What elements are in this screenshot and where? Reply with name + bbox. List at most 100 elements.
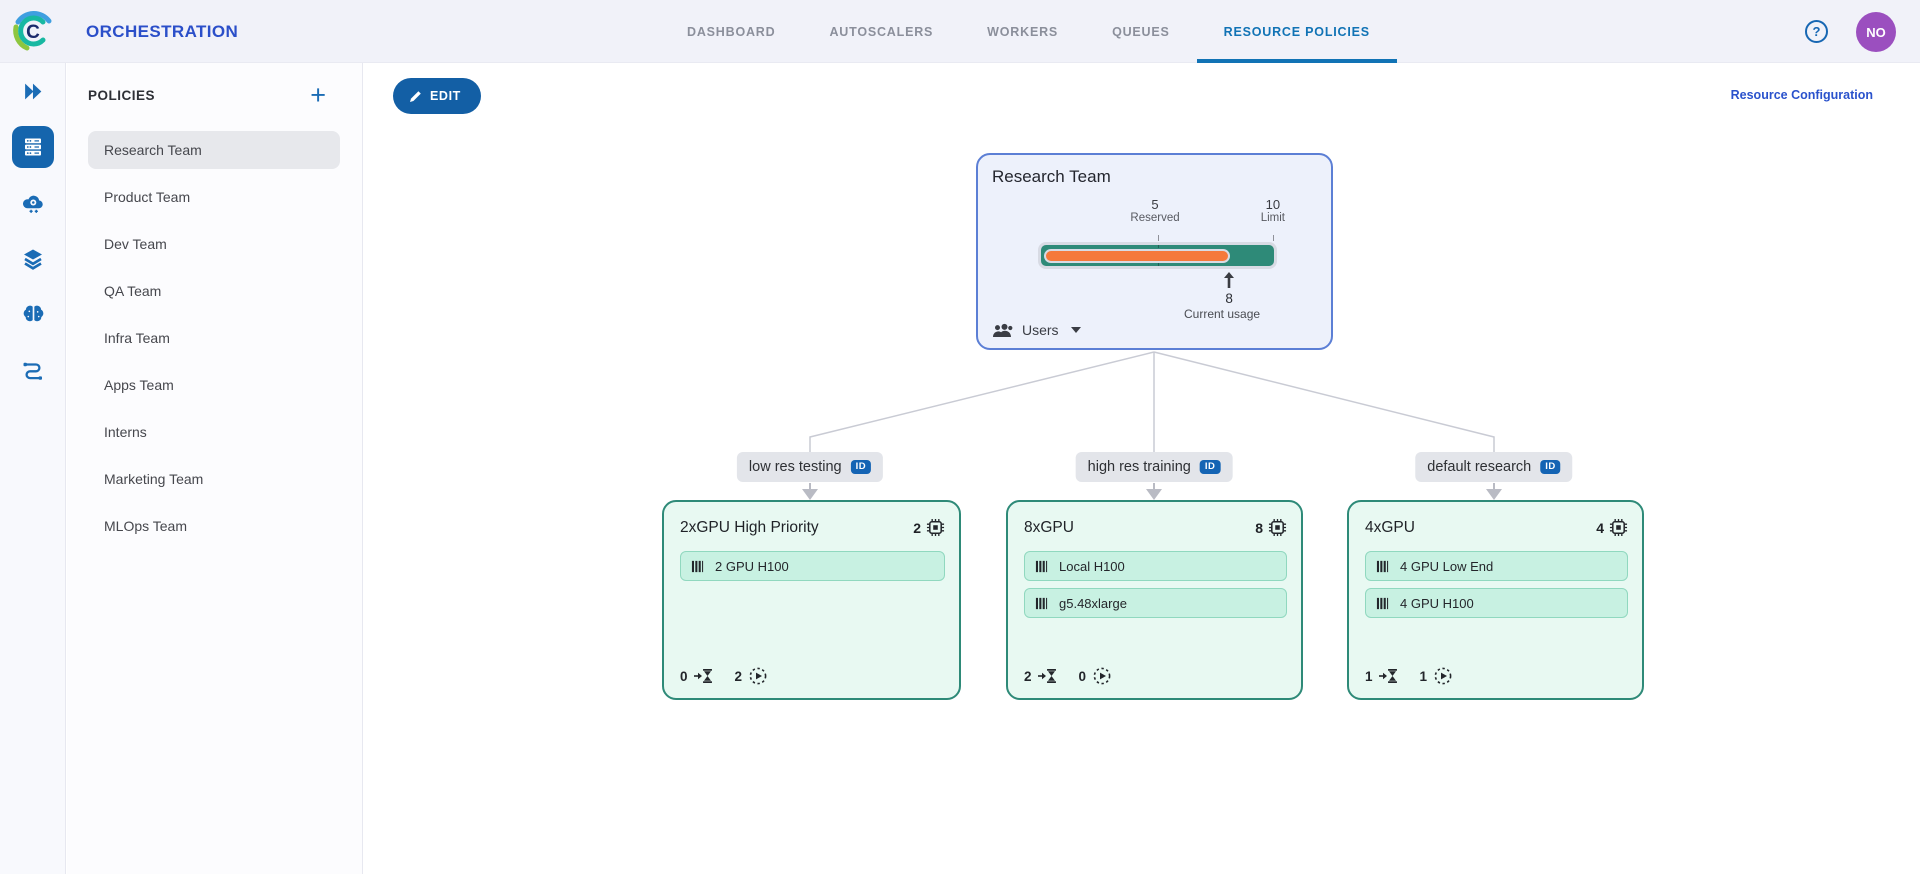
pool-name: g5.48xlarge: [1059, 595, 1127, 611]
barcode-icon: [1376, 597, 1389, 609]
sidebar-item-apps-team[interactable]: Apps Team: [104, 377, 174, 393]
gpu-count-value: 4: [1596, 519, 1604, 536]
tab-autoscalers[interactable]: AUTOSCALERS: [829, 24, 934, 39]
rail-item-autoscaling[interactable]: [0, 175, 66, 231]
resource-pool-tag[interactable]: 4 GPU H100: [1365, 588, 1628, 618]
tab-workers[interactable]: WORKERS: [987, 24, 1059, 39]
resource-pool-tag[interactable]: g5.48xlarge: [1024, 588, 1287, 618]
pencil-icon: [410, 90, 421, 102]
sidebar-title: POLICIES: [88, 88, 156, 103]
sidebar-item-qa-team[interactable]: QA Team: [104, 283, 162, 299]
sidebar-item-dev-team[interactable]: Dev Team: [104, 236, 167, 252]
tab-resource-policies[interactable]: RESOURCE POLICIES: [1197, 0, 1397, 63]
resource-configuration-link[interactable]: Resource Configuration: [1730, 88, 1873, 102]
current-usage-value: 8: [1225, 291, 1233, 306]
left-icon-rail: [0, 63, 66, 874]
id-badge[interactable]: ID: [1540, 459, 1561, 475]
help-glyph: ?: [1812, 24, 1821, 39]
gpu-chip-icon: [1268, 518, 1287, 537]
barcode-icon: [1035, 597, 1048, 609]
queue-label-low-res-testing[interactable]: low res testing ID: [736, 452, 884, 482]
users-dropdown-label: Users: [1022, 322, 1059, 338]
usage-block: 5 Reserved 10 Limit 8 Current usage: [1038, 197, 1285, 333]
gpu-count-value: 2: [913, 519, 921, 536]
pending-jobs-icon: [1037, 669, 1056, 683]
sidebar-item-research-team[interactable]: Research Team: [88, 131, 340, 169]
rail-item-pipelines[interactable]: [0, 343, 66, 399]
brain-icon: [23, 305, 43, 321]
pending-count: 1: [1365, 668, 1373, 684]
sidebar-item-infra-team[interactable]: Infra Team: [104, 330, 170, 346]
queue-label-high-res-training[interactable]: high res training ID: [1075, 452, 1233, 482]
resource-card-8xgpu[interactable]: 8xGPU 8 Local H100 g5.48xlarge 2: [1006, 500, 1303, 700]
gpu-chip-icon: [1609, 518, 1628, 537]
id-badge[interactable]: ID: [1199, 459, 1221, 475]
card-footer-stats: 2 0: [1024, 666, 1112, 686]
pool-name: Local H100: [1059, 558, 1125, 574]
pending-count: 0: [680, 668, 688, 684]
resource-card-4xgpu[interactable]: 4xGPU 4 4 GPU Low End 4 GPU H100 1: [1347, 500, 1644, 700]
queue-label-default-research[interactable]: default research ID: [1415, 452, 1573, 482]
resource-pool-tag[interactable]: 4 GPU Low End: [1365, 551, 1628, 581]
policy-card-research-team[interactable]: Research Team 5 Reserved 10 Limit 8 Cur: [976, 153, 1333, 350]
clearml-logo-icon[interactable]: C: [9, 7, 57, 55]
limit-marker-label: 10 Limit: [1261, 197, 1285, 224]
help-icon[interactable]: ?: [1805, 20, 1828, 43]
avatar-initials: NO: [1866, 24, 1886, 40]
sidebar-item-marketing-team[interactable]: Marketing Team: [104, 471, 204, 487]
gpu-count-value: 8: [1255, 519, 1263, 536]
reserved-tick: [1157, 235, 1159, 241]
queue-name: default research: [1427, 459, 1532, 475]
page-title: ORCHESTRATION: [86, 22, 239, 41]
rail-item-datasets[interactable]: [0, 231, 66, 287]
resource-pool-tag[interactable]: Local H100: [1024, 551, 1287, 581]
tab-dashboard[interactable]: DASHBOARD: [687, 24, 776, 39]
gpu-count: 8: [1255, 518, 1287, 537]
add-policy-button[interactable]: +: [310, 80, 326, 110]
resource-card-title: 2xGPU High Priority: [680, 518, 819, 536]
queue-name: high res training: [1087, 459, 1191, 475]
rail-item-orchestration[interactable]: [0, 119, 66, 175]
reserved-caption: Reserved: [1130, 212, 1180, 224]
pending-jobs-icon: [693, 669, 712, 683]
top-tab-bar: DASHBOARD AUTOSCALERS WORKERS QUEUES RES…: [660, 0, 1397, 63]
edit-button[interactable]: EDIT: [393, 78, 481, 114]
rail-item-getting-started[interactable]: [0, 63, 66, 119]
running-count: 1: [1419, 668, 1428, 684]
running-jobs-icon: [749, 667, 767, 685]
top-header: C ORCHESTRATION DASHBOARD AUTOSCALERS WO…: [0, 0, 1920, 63]
card-footer-stats: 0 2: [680, 666, 768, 686]
resource-card-title: 8xGPU: [1024, 518, 1074, 536]
server-rack-icon: [25, 138, 41, 156]
avatar[interactable]: NO: [1856, 12, 1896, 52]
card-footer-stats: 1 1: [1365, 666, 1453, 686]
cloud-gear-icon: [22, 195, 43, 213]
pending-count: 2: [1024, 668, 1032, 684]
id-badge[interactable]: ID: [850, 459, 872, 475]
barcode-icon: [1035, 560, 1048, 572]
gpu-chip-icon: [926, 518, 945, 537]
sidebar-item-product-team[interactable]: Product Team: [104, 189, 191, 205]
resource-card-2xgpu-high-priority[interactable]: 2xGPU High Priority 2 2 GPU H100 0 2: [662, 500, 961, 700]
resource-pool-tag[interactable]: 2 GPU H100: [680, 551, 945, 581]
users-dropdown[interactable]: Users: [992, 322, 1081, 338]
bar-ticks: [1038, 235, 1277, 242]
tab-queues[interactable]: QUEUES: [1112, 24, 1170, 39]
rail-item-models[interactable]: [0, 287, 66, 343]
sidebar-item-mlops-team[interactable]: MLOps Team: [104, 518, 187, 534]
pool-name: 4 GPU Low End: [1400, 558, 1494, 574]
pending-jobs-icon: [1378, 669, 1397, 683]
current-usage-bar: [1044, 248, 1231, 263]
resource-card-title: 4xGPU: [1365, 518, 1415, 536]
barcode-icon: [1376, 560, 1389, 572]
gpu-count: 4: [1596, 518, 1628, 537]
running-jobs-icon: [1434, 667, 1452, 685]
reserved-value: 5: [1151, 197, 1159, 212]
reserved-marker-label: 5 Reserved: [1130, 197, 1179, 224]
policies-sidebar: POLICIES + Research Team Product Team De…: [67, 63, 363, 874]
sidebar-item-interns[interactable]: Interns: [104, 424, 147, 440]
running-jobs-icon: [1093, 667, 1111, 685]
pool-name: 4 GPU H100: [1400, 595, 1474, 611]
running-count: 2: [734, 668, 743, 684]
limit-caption: Limit: [1260, 212, 1285, 224]
